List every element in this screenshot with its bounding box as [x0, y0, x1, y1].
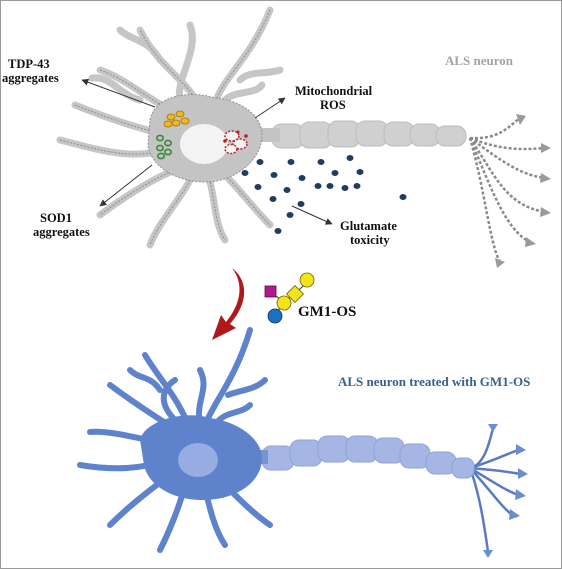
glutamate-label-line1: Glutamate: [340, 219, 397, 233]
treatment-arrow: [212, 268, 245, 340]
glucose-circle: [267, 308, 283, 324]
mito-label-line2: ROS: [320, 98, 346, 112]
als-axon: [271, 120, 467, 149]
als-neuron-title: ALS neuron: [445, 53, 514, 68]
gm1-os-glycan: [264, 272, 315, 324]
galactose-circle-1: [299, 272, 315, 288]
sod1-label-line1: SOD1: [40, 211, 72, 225]
glutamate-molecules: [241, 155, 407, 234]
galnac-square: [285, 284, 305, 304]
als-axon-terminals: [468, 116, 546, 263]
sod1-label-line2: aggregates: [33, 225, 90, 239]
callout-arrows: [81, 78, 333, 225]
treated-terminal-knobs: [483, 424, 528, 558]
sod1-aggregates: [156, 134, 173, 160]
tdp43-label-line2: aggregates: [2, 71, 59, 85]
neu5ac-square: [264, 285, 277, 298]
treated-nucleus: [178, 443, 218, 477]
treated-axon-terminals: [468, 427, 521, 553]
treated-neuron: [77, 327, 528, 558]
mitochondria-ros: [223, 130, 248, 155]
tdp43-aggregates: [163, 110, 190, 128]
mito-label-line1: Mitochondrial: [295, 84, 373, 98]
ros-arrow: [254, 97, 286, 119]
als-terminal-knobs: [495, 114, 551, 268]
glutamate-arrow: [291, 205, 333, 225]
glutamate-label-line2: toxicity: [350, 233, 390, 247]
tdp43-arrow: [81, 78, 156, 108]
gm1-os-label: GM1-OS: [298, 304, 356, 320]
galactose-circle-2: [276, 295, 292, 311]
treated-axon: [261, 435, 475, 479]
tdp43-label-line1: TDP-43: [8, 57, 50, 71]
als-nucleus: [180, 124, 228, 164]
als-neuron: [56, 6, 551, 268]
treated-neuron-title: ALS neuron treated with GM1-OS: [338, 374, 530, 389]
sod1-arrow: [99, 164, 153, 207]
